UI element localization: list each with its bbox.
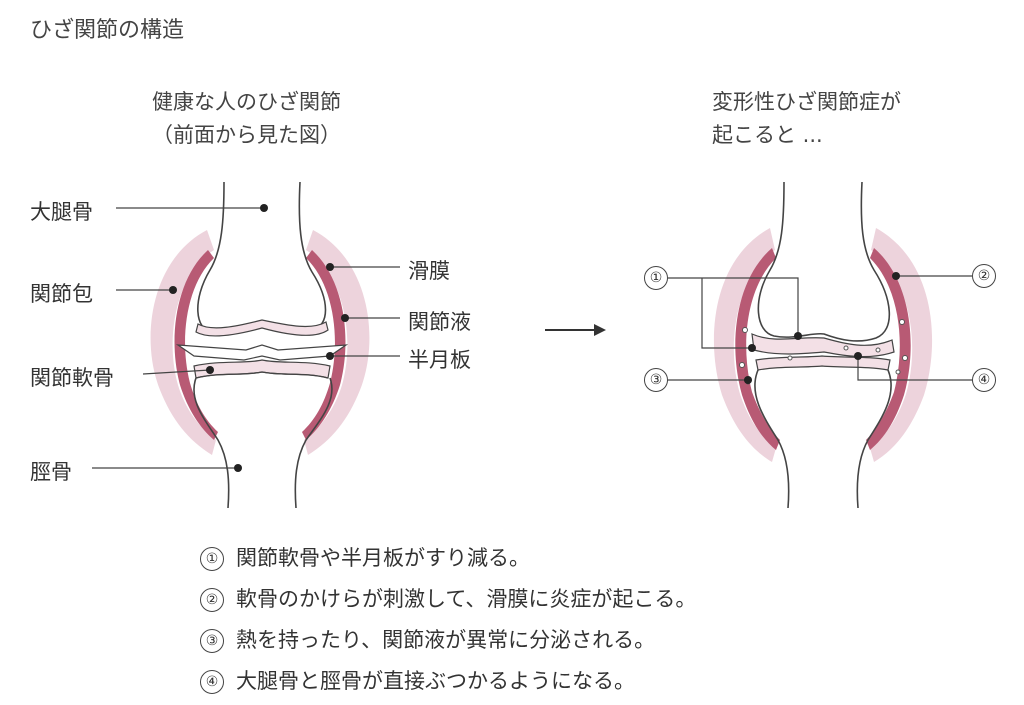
note-number: ③ (200, 629, 224, 653)
marker-2: ② (972, 264, 996, 288)
note-number: ④ (200, 670, 224, 694)
note-item: ③ 熱を持ったり、関節液が異常に分泌される。 (200, 620, 696, 661)
arthritis-knee (668, 181, 972, 509)
arthritis-femur (757, 181, 891, 342)
healthy-heading-line-1: 健康な人のひざ関節 (152, 90, 341, 114)
healthy-heading-line-2: （前面から見た図） (152, 122, 341, 147)
arthritis-capsule-outer-left (713, 228, 776, 462)
label-femur: 大腿骨 (30, 200, 93, 224)
marker-3: ③ (644, 368, 668, 392)
note-number: ② (200, 588, 224, 612)
arthritis-heading-line-1: 変形性ひざ関節症が (712, 90, 901, 114)
note-item: ① 関節軟骨や半月板がすり減る。 (200, 538, 696, 579)
arthritis-capsule-outer-right (870, 228, 933, 462)
note-item: ② 軟骨のかけらが刺激して、滑膜に炎症が起こる。 (200, 579, 696, 620)
healthy-capsule-outer (150, 230, 216, 455)
label-synovium: 滑膜 (408, 259, 450, 283)
page-title: ひざ関節の構造 (30, 18, 185, 43)
label-cartilage: 関節軟骨 (30, 366, 114, 390)
healthy-femur-cartilage (195, 319, 329, 337)
healthy-tibia-top (195, 371, 329, 379)
label-capsule: 関節包 (30, 282, 93, 306)
arthritis-synovium-left (735, 248, 780, 450)
note-item: ④ 大腿骨と脛骨が直接ぶつかるようになる。 (200, 661, 696, 702)
arthritis-heading: 変形性ひざ関節症が 起こると ... (712, 86, 901, 151)
marker-1: ① (644, 266, 668, 290)
label-meniscus: 半月板 (408, 348, 471, 372)
arthritis-worn-cartilage (751, 333, 895, 358)
healthy-heading: 健康な人のひざ関節 （前面から見た図） (152, 86, 341, 151)
note-number: ① (200, 547, 224, 571)
healthy-synovium-left (174, 250, 218, 440)
label-tibia: 脛骨 (30, 460, 72, 484)
healthy-capsule-outer-right (304, 230, 370, 455)
note-text: 熱を持ったり、関節液が異常に分泌される。 (236, 628, 656, 652)
healthy-meniscus (175, 344, 349, 361)
label-synovial-fluid: 関節液 (408, 310, 471, 334)
arthritis-tibia-cartilage (755, 355, 891, 371)
healthy-leaders (92, 207, 400, 469)
healthy-femur (197, 181, 327, 334)
note-text: 関節軟骨や半月板がすり減る。 (236, 546, 530, 570)
arrow (545, 324, 606, 336)
arthritis-tibia (754, 369, 892, 509)
healthy-leader-dots (169, 204, 349, 472)
note-text: 大腿骨と脛骨が直接ぶつかるようになる。 (236, 669, 635, 693)
arthritis-heading-line-2: 起こると ... (712, 122, 823, 147)
note-text: 軟骨のかけらが刺激して、滑膜に炎症が起こる。 (236, 587, 697, 611)
healthy-knee (92, 181, 400, 509)
arthritis-leader-dots (744, 272, 900, 384)
healthy-tibia (193, 377, 333, 509)
healthy-synovium-right (302, 250, 346, 440)
marker-4: ④ (972, 368, 996, 392)
arthritis-leaders (668, 275, 972, 381)
arthritis-synovium-right (866, 248, 911, 450)
